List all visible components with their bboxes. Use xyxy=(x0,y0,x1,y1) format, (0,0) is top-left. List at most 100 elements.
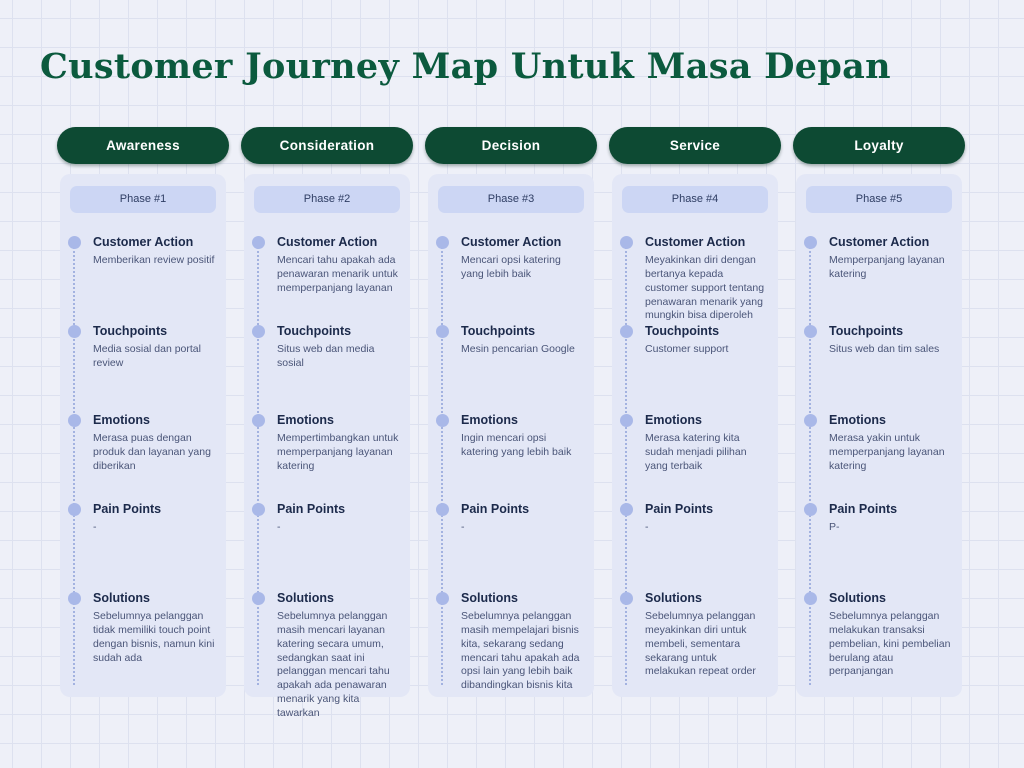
section-label: Customer Action xyxy=(461,235,562,249)
stage-header-consideration: Consideration xyxy=(241,127,413,164)
phase-badge: Phase #2 xyxy=(254,186,400,213)
section-customer-action: Customer Action Memberikan review positi… xyxy=(68,235,218,324)
stage-card-awareness: Phase #1 Customer Action Memberikan revi… xyxy=(60,174,226,697)
phase-badge: Phase #4 xyxy=(622,186,768,213)
section-label: Solutions xyxy=(277,591,334,605)
page-title: Customer Journey Map Untuk Masa Depan xyxy=(40,46,891,87)
section-solutions: Solutions Sebelumnya pelanggan masih men… xyxy=(252,591,402,721)
section-text: Merasa puas dengan produk dan layanan ya… xyxy=(93,432,211,472)
timeline-dot xyxy=(436,592,449,605)
section-text: Ingin mencari opsi katering yang lebih b… xyxy=(461,432,572,458)
stage-card-decision: Phase #3 Customer Action Mencari opsi ka… xyxy=(428,174,594,697)
section-text: Sebelumnya pelanggan masih mempelajari b… xyxy=(461,610,580,692)
timeline-dot xyxy=(436,414,449,427)
section-text: Customer support xyxy=(645,343,729,355)
section-customer-action: Customer Action Mencari opsi katering ya… xyxy=(436,235,586,324)
stage-card-consideration: Phase #2 Customer Action Mencari tahu ap… xyxy=(244,174,410,719)
section-text: - xyxy=(93,521,97,533)
timeline-line xyxy=(809,240,811,685)
timeline-line xyxy=(441,240,443,685)
phase-badge: Phase #3 xyxy=(438,186,584,213)
stage-header-loyalty: Loyalty xyxy=(793,127,965,164)
section-text: Mesin pencarian Google xyxy=(461,343,575,355)
timeline-dot xyxy=(804,325,817,338)
journey-column-awareness: Awareness Phase #1 Customer Action Membe… xyxy=(57,127,229,697)
timeline-dot xyxy=(252,503,265,516)
timeline-dot xyxy=(436,325,449,338)
section-text: Sebelumnya pelanggan melakukan transaksi… xyxy=(829,610,951,678)
section-label: Touchpoints xyxy=(277,324,352,338)
sections: Customer Action Mencari opsi katering ya… xyxy=(436,235,586,693)
timeline-dot xyxy=(252,325,265,338)
section-text: Media sosial dan portal review xyxy=(93,343,201,369)
section-label: Customer Action xyxy=(829,235,930,249)
section-label: Emotions xyxy=(829,413,886,427)
section-pain-points: Pain Points - xyxy=(436,502,586,591)
timeline-line xyxy=(625,240,627,685)
section-touchpoints: Touchpoints Media sosial dan portal revi… xyxy=(68,324,218,413)
section-text: Memberikan review positif xyxy=(93,254,215,266)
timeline-dot xyxy=(252,592,265,605)
section-label: Pain Points xyxy=(645,502,714,516)
section-label: Pain Points xyxy=(829,502,898,516)
stage-header-service: Service xyxy=(609,127,781,164)
journey-column-consideration: Consideration Phase #2 Customer Action M… xyxy=(241,127,413,719)
timeline-dot xyxy=(804,236,817,249)
timeline-dot xyxy=(620,236,633,249)
section-text: - xyxy=(645,521,649,533)
section-emotions: Emotions Merasa yakin untuk memperpanjan… xyxy=(804,413,954,502)
section-label: Solutions xyxy=(829,591,886,605)
section-label: Pain Points xyxy=(93,502,162,516)
section-text: Situs web dan tim sales xyxy=(829,343,940,355)
section-touchpoints: Touchpoints Situs web dan tim sales xyxy=(804,324,954,413)
section-solutions: Solutions Sebelumnya pelanggan melakukan… xyxy=(804,591,954,679)
section-label: Customer Action xyxy=(277,235,378,249)
timeline-dot xyxy=(804,503,817,516)
section-text: Merasa katering kita sudah menjadi pilih… xyxy=(645,432,747,472)
section-text: Situs web dan media sosial xyxy=(277,343,375,369)
section-label: Solutions xyxy=(461,591,518,605)
section-text: Sebelumnya pelanggan masih mencari layan… xyxy=(277,610,390,720)
timeline-dot xyxy=(620,414,633,427)
section-text: Merasa yakin untuk memperpanjang layanan… xyxy=(829,432,945,472)
section-label: Touchpoints xyxy=(829,324,904,338)
section-label: Solutions xyxy=(93,591,150,605)
section-label: Touchpoints xyxy=(93,324,168,338)
section-label: Customer Action xyxy=(93,235,194,249)
timeline-dot xyxy=(436,503,449,516)
timeline-dot xyxy=(804,414,817,427)
stage-header-decision: Decision xyxy=(425,127,597,164)
customer-journey-map-canvas: { "title": "Customer Journey Map Untuk M… xyxy=(0,46,1024,768)
stage-card-loyalty: Phase #5 Customer Action Memperpanjang l… xyxy=(796,174,962,697)
sections: Customer Action Meyakinkan diri dengan b… xyxy=(620,235,770,679)
section-pain-points: Pain Points P- xyxy=(804,502,954,591)
section-touchpoints: Touchpoints Mesin pencarian Google xyxy=(436,324,586,413)
section-text: Sebelumnya pelanggan meyakinkan diri unt… xyxy=(645,610,756,678)
timeline-dot xyxy=(436,236,449,249)
section-text: Mencari opsi katering yang lebih baik xyxy=(461,254,561,280)
phase-badge: Phase #5 xyxy=(806,186,952,213)
section-touchpoints: Touchpoints Situs web dan media sosial xyxy=(252,324,402,413)
section-label: Pain Points xyxy=(461,502,530,516)
stage-card-service: Phase #4 Customer Action Meyakinkan diri… xyxy=(612,174,778,697)
section-emotions: Emotions Merasa katering kita sudah menj… xyxy=(620,413,770,502)
section-text: Meyakinkan diri dengan bertanya kepada c… xyxy=(645,254,765,322)
sections: Customer Action Memberikan review positi… xyxy=(68,235,218,665)
timeline-dot xyxy=(68,503,81,516)
timeline-dot xyxy=(620,592,633,605)
section-solutions: Solutions Sebelumnya pelanggan tidak mem… xyxy=(68,591,218,665)
section-touchpoints: Touchpoints Customer support xyxy=(620,324,770,413)
timeline-dot xyxy=(252,236,265,249)
section-text: Sebelumnya pelanggan tidak memiliki touc… xyxy=(93,610,215,664)
timeline-dot xyxy=(68,414,81,427)
section-label: Emotions xyxy=(277,413,334,427)
timeline-dot xyxy=(804,592,817,605)
section-pain-points: Pain Points - xyxy=(68,502,218,591)
timeline-dot xyxy=(68,592,81,605)
journey-column-decision: Decision Phase #3 Customer Action Mencar… xyxy=(425,127,597,697)
journey-board: Awareness Phase #1 Customer Action Membe… xyxy=(57,127,965,719)
section-customer-action: Customer Action Mencari tahu apakah ada … xyxy=(252,235,402,324)
section-label: Touchpoints xyxy=(461,324,536,338)
section-label: Customer Action xyxy=(645,235,746,249)
journey-column-service: Service Phase #4 Customer Action Meyakin… xyxy=(609,127,781,697)
